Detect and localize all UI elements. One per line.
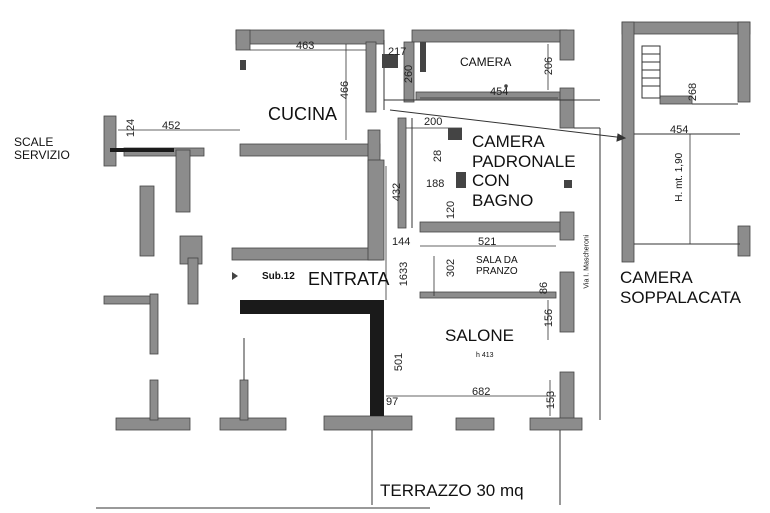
dimension-label: 124 [125,118,138,138]
wall [231,247,383,261]
room-label-entrata: ENTRATA [308,269,390,289]
wall [455,417,495,431]
dimension-label: 260 [403,64,416,84]
wall [559,87,575,129]
wall [737,21,751,103]
mezzanine-height-label: H. mt. 1,90 [674,152,686,202]
dimension-label: 206 [543,56,556,76]
room-label-camera: CAMERA [460,55,512,69]
wall [559,211,575,241]
new-wall [110,148,174,152]
dimension-label: 432 [391,182,404,202]
wall [139,185,155,257]
wall [187,257,199,305]
wall [367,159,385,261]
wall [559,271,575,333]
wall [621,21,751,35]
dimension-label: 28 [432,149,445,163]
dimension-label: 156 [543,308,556,328]
wall [559,371,575,423]
room-label-cucina: CUCINA [268,104,338,124]
wall [419,291,557,299]
dimension-label: 97 [386,396,399,408]
wall [621,21,635,263]
wall [323,415,413,431]
dimension-label: 682 [472,386,491,398]
dimension-label: 454 [670,124,689,136]
dimension-label: 86 [538,281,551,295]
street-label: Via I. Mascheroni [583,234,591,289]
dimension-label: 217 [388,46,407,58]
wall [235,29,251,51]
wall [149,293,159,355]
wall [419,221,571,233]
dimension-label: 144 [392,236,411,248]
room-height-label: h 413 [476,352,494,359]
dimension-label: 120 [445,200,458,220]
wall [239,143,381,157]
dimension-label: 501 [393,352,406,372]
wall [559,29,575,61]
wall [103,115,117,167]
wall [103,295,155,305]
dimension-label: 521 [478,236,497,248]
wall [403,41,415,103]
room-label-camera-padronale: CAMERA PADRONALE CON BAGNO [472,132,576,210]
wall [659,95,693,105]
dimension-label: 268 [687,82,700,102]
dimension-label: 454 [490,86,509,98]
wall [411,29,568,43]
dimension-label: 452 [162,120,181,132]
dimension-label: 153 [545,390,558,410]
wall [737,225,751,257]
room-label-salone: SALONE [445,326,514,345]
wall [149,379,159,421]
wall [529,417,583,431]
wall [219,417,287,431]
new-wall [370,300,384,416]
room-label-sub: Sub.12 [262,271,295,282]
room-label-scale-servizio: SCALE SERVIZIO [14,135,70,162]
room-label-sala-da-pranzo: SALA DA PRANZO [476,255,518,277]
dimension-label: 302 [445,258,458,278]
wall [365,41,377,113]
room-label-camera-soppalcata: CAMERA SOPPALACATA [620,268,741,307]
dimension-label: 200 [424,116,443,128]
terrace-label: TERRAZZO 30 mq [380,481,524,500]
wall [175,149,191,213]
dimension-label: 466 [339,80,352,100]
wall [239,379,249,421]
new-wall [240,300,384,314]
wall [397,117,407,229]
dimension-label: 188 [426,178,445,190]
dimension-label: 1633 [398,261,411,287]
dimension-label: 463 [296,40,315,52]
